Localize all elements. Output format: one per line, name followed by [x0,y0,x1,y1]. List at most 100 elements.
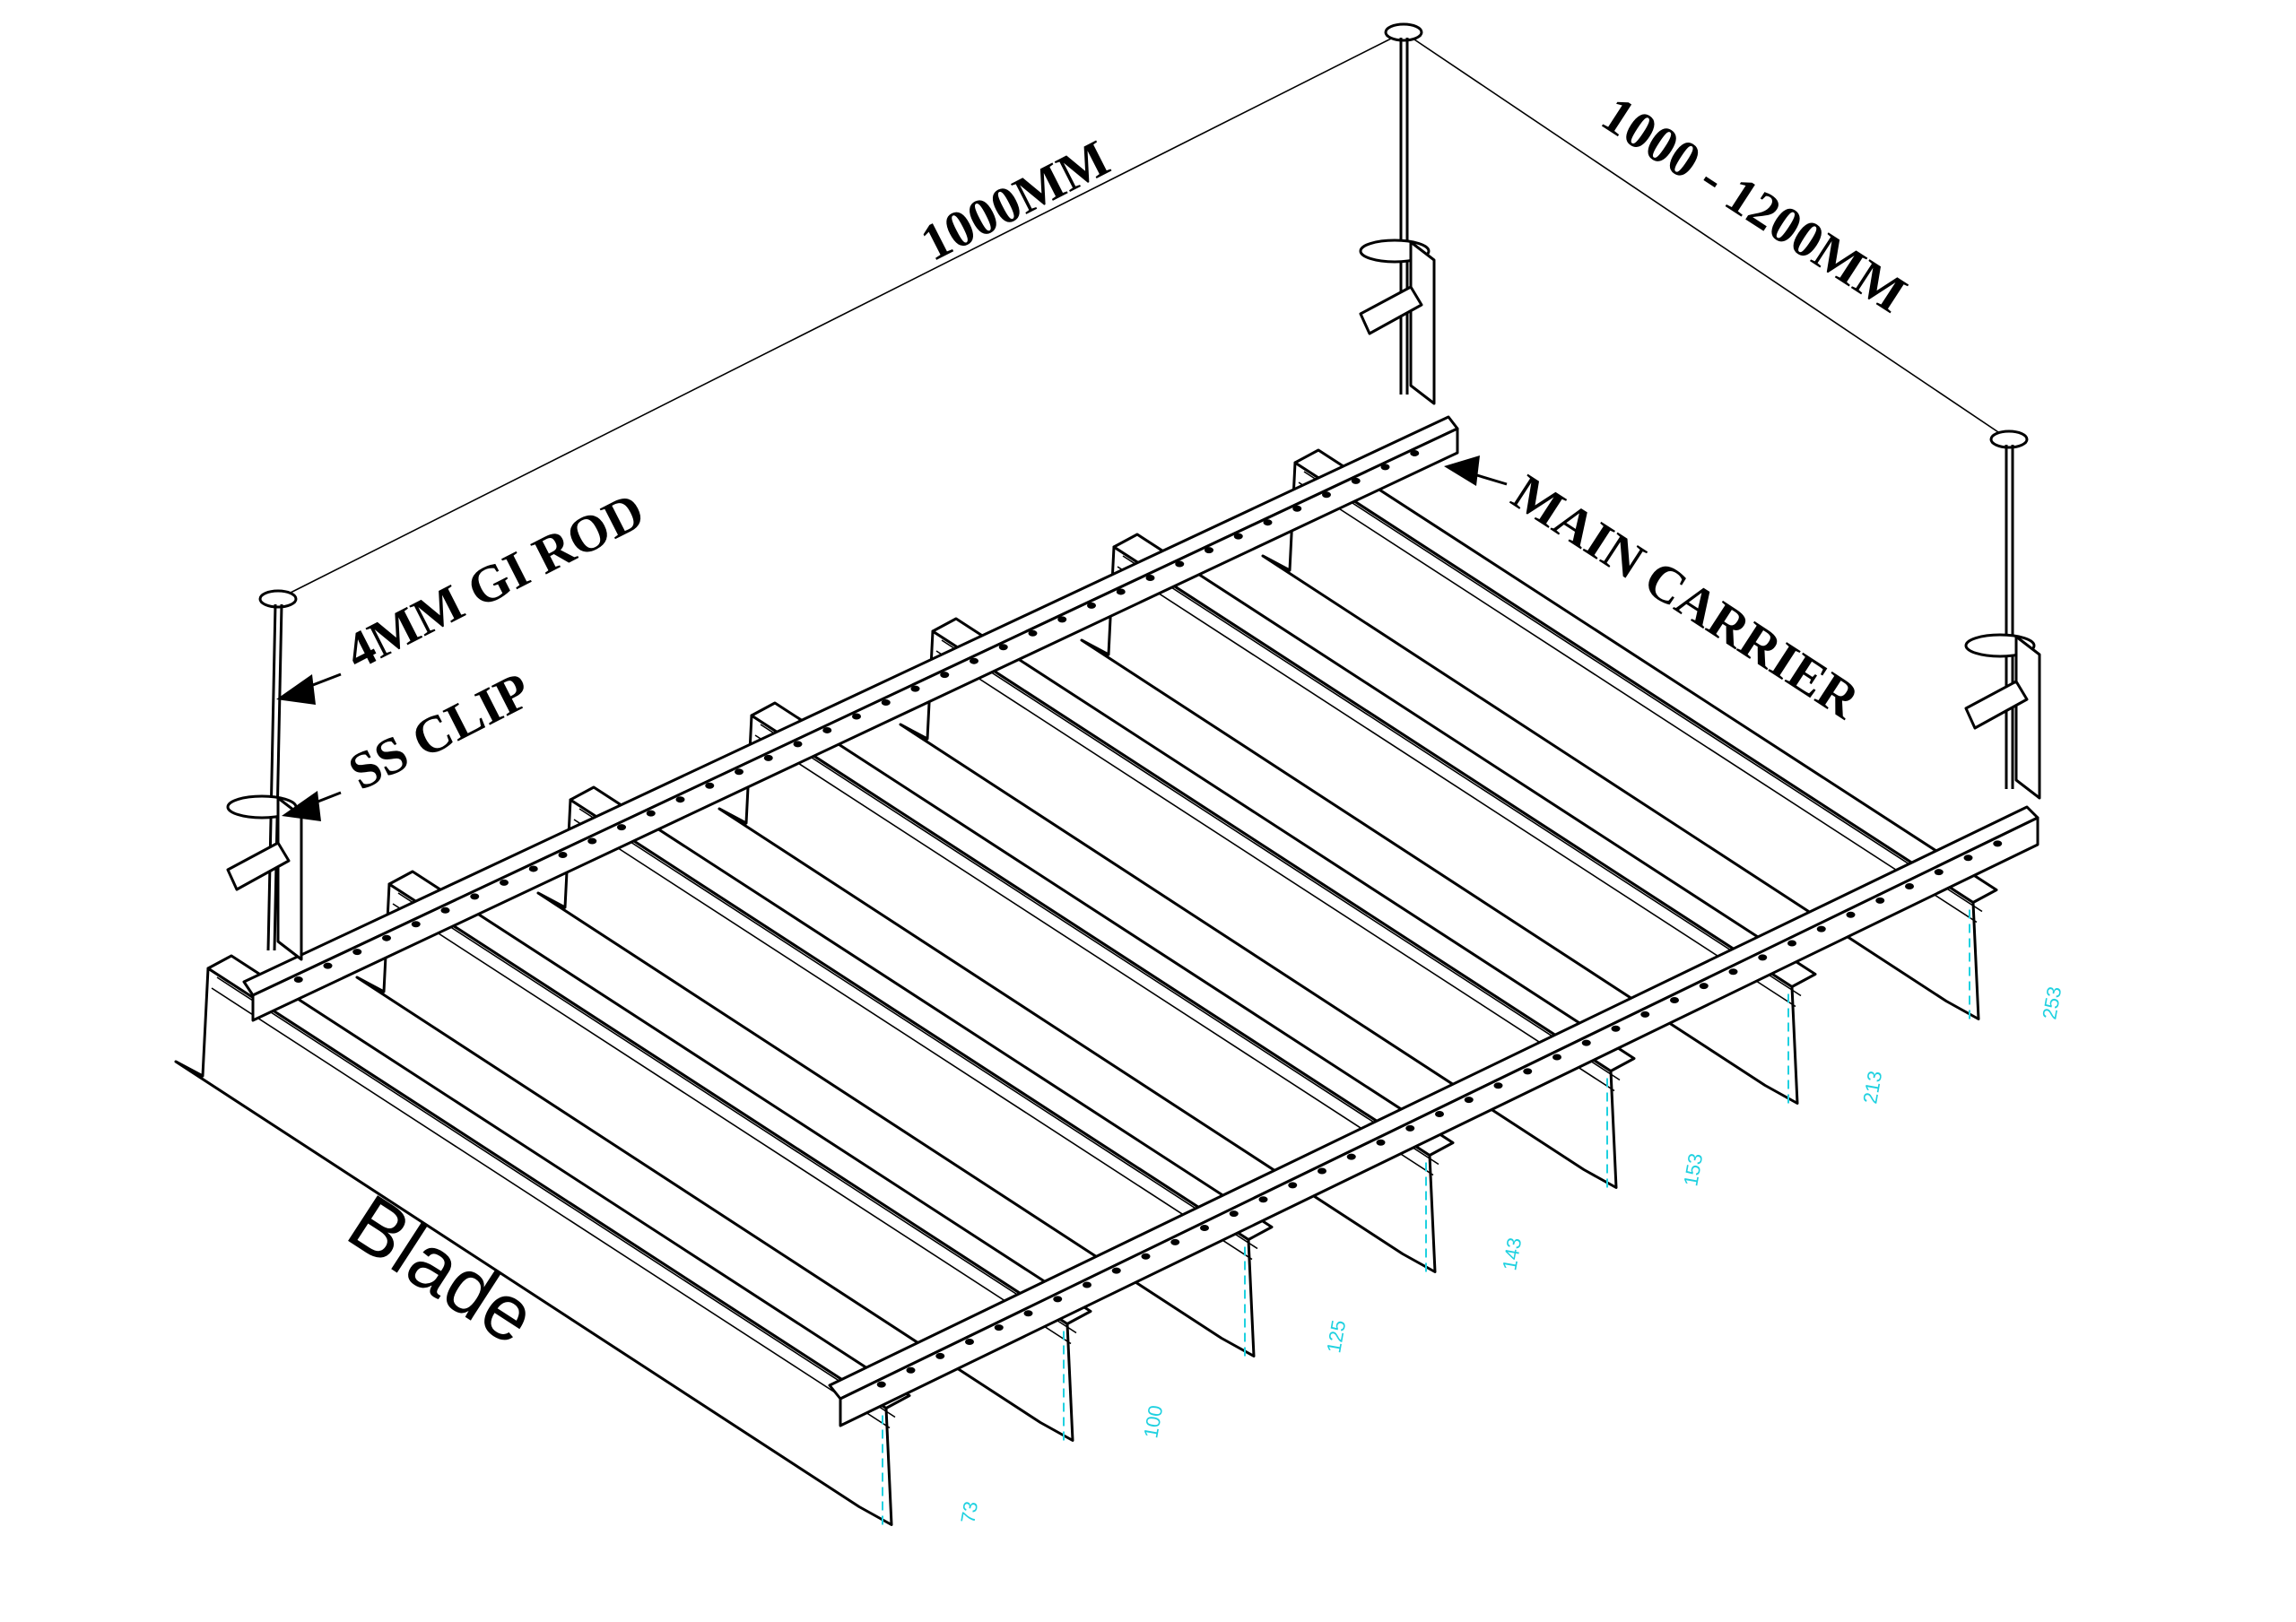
width-dimension-label: 1000MM [911,128,1118,272]
leader-arrows [276,455,1508,821]
carrier-hole [411,921,421,928]
carrier-hole [587,837,597,845]
blade [718,701,1455,1273]
carrier-hole [881,699,891,707]
carrier-hole [998,644,1008,651]
carrier-hole [1523,1068,1533,1075]
carrier-hole [1640,1010,1650,1018]
carrier-hole [906,1366,916,1374]
carrier-hole [1053,1296,1063,1303]
rod-label: 4MM GI ROD [335,481,653,681]
blade-height-label: 143 [1498,1236,1526,1272]
carrier-hole [1376,1139,1386,1146]
carrier-hole [1464,1097,1474,1104]
blade-height-label: 213 [1858,1069,1886,1106]
carrier-hole [1111,1267,1121,1274]
carrier-hole [352,949,362,956]
blade [536,785,1274,1357]
carrier-hole [1493,1082,1503,1089]
carrier-hole [617,824,626,831]
blade-height-label: 153 [1679,1151,1707,1188]
carrier-hole [852,713,861,720]
carrier-hole [1083,1281,1091,1288]
carrier-hole [940,672,950,679]
carrier-hole [1758,954,1768,961]
ss-clip [1359,239,1436,405]
carrier-hole [1233,533,1243,540]
anchor-icon [258,589,298,609]
clip-arrow [282,791,342,821]
carrier-hole [1028,629,1038,637]
carrier-hole [675,796,685,803]
carrier-hole [1934,869,1944,876]
blade [174,954,911,1526]
carrier-hole [1263,519,1273,526]
carrier-hole [1170,1238,1180,1245]
ss-clip [1964,633,2041,800]
carrier-hole [822,726,832,733]
carrier-hole [1200,1225,1209,1231]
carrier-hole [1380,464,1390,471]
blade-height-label: 125 [1322,1318,1350,1355]
main-carrier-back [242,415,1459,1022]
carrier-hole [323,962,333,969]
carrier-hole [1611,1025,1621,1032]
carrier-hole [1993,840,2003,847]
carrier-hole [1405,1124,1415,1132]
carrier-hole [558,852,568,858]
carrier-hole [1116,588,1126,595]
carrier-hole [994,1324,1004,1331]
carrier-hole [382,934,391,941]
carrier-hole [1145,575,1155,581]
clip-label: SS CLIP [339,661,539,802]
anchor-icon [1384,22,1423,42]
carrier-hole [1728,968,1738,976]
carrier-hole [1292,505,1302,512]
blade [1080,533,1817,1105]
ss-clip [226,794,303,961]
hanger-rod [226,589,303,961]
carrier-hole [440,906,450,914]
carrier-hole [1699,983,1709,990]
carrier-hole [1435,1111,1444,1117]
carrier-hole [793,741,803,748]
dimension-lines [277,31,2010,600]
hanger-rod [1359,22,1436,405]
length-dimension-label: 1000 - 1200MM [1592,84,1917,324]
carrier-hole [1057,616,1067,623]
carrier-hole [970,657,978,664]
carrier-hole [1175,560,1185,568]
carrier-hole [1205,547,1213,554]
carrier-hole [735,768,744,776]
blade [1261,448,1998,1020]
carrier-hole [1905,883,1914,889]
blades [174,448,1998,1526]
carrier-hole [1087,602,1096,609]
blade [899,617,1636,1189]
carrier-hole [1229,1210,1239,1218]
blade-height-label: 73 [956,1499,982,1524]
hanger-rod [1964,429,2041,800]
carrier-hole [293,976,303,984]
carrier-hole [1963,854,1973,862]
carrier-hole [705,782,715,789]
blade [355,870,1092,1442]
carrier-hole [1787,940,1796,947]
carrier-hole [1410,449,1420,456]
main-carrier-front [828,805,2039,1427]
carrier-hole [1023,1310,1033,1317]
carrier-hole [1318,1167,1326,1175]
carrier-hole [1346,1153,1356,1160]
carrier-hole [876,1381,886,1388]
carrier-hole [1552,1054,1561,1061]
carrier-hole [1816,925,1826,932]
carrier-hole [1875,897,1885,904]
carrier-hole [1288,1182,1298,1189]
carrier-hole [910,685,920,692]
carrier-hole [500,879,509,886]
hangers [226,22,2041,961]
carrier-hole [470,893,480,900]
carrier-hole [965,1339,974,1345]
carrier-hole [1141,1253,1151,1260]
